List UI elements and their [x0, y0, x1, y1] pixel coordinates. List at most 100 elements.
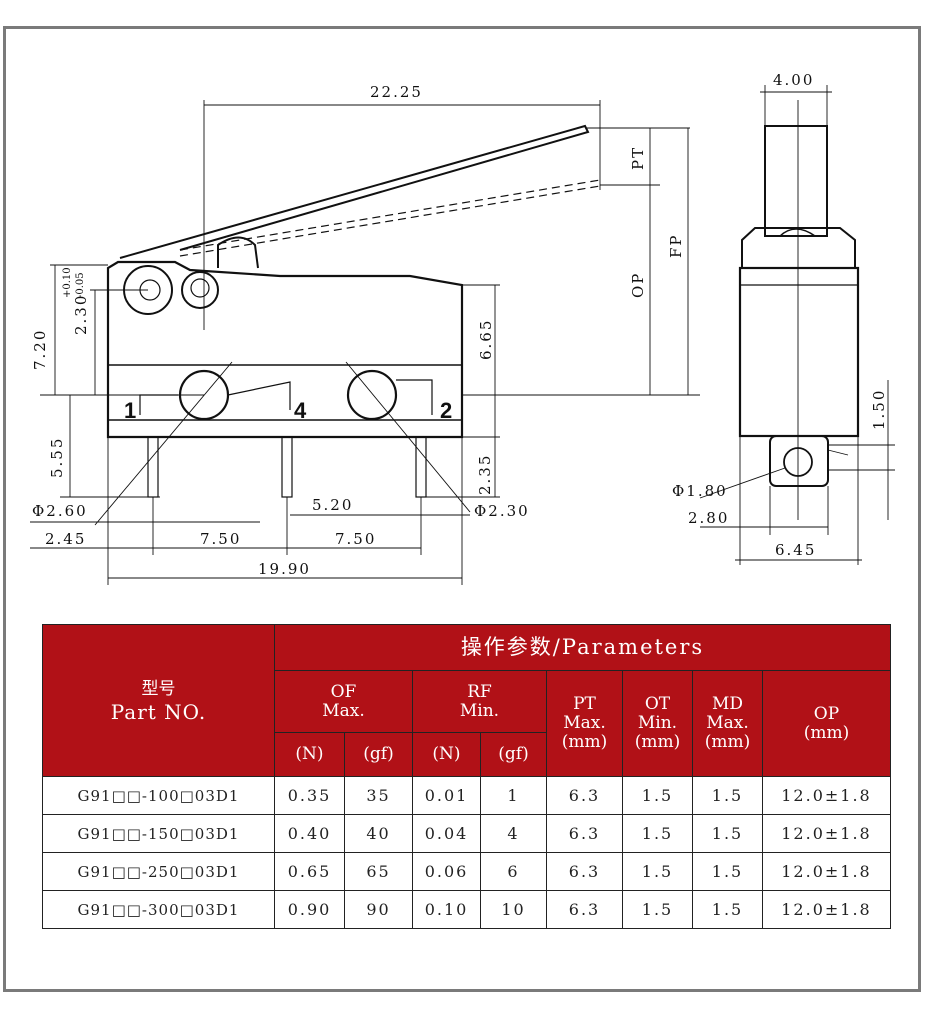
cell-part: G91□□-300□03D1: [42, 890, 275, 929]
dim-tol-plus: +0.10: [62, 267, 73, 298]
cell-pt: 6.3: [546, 852, 623, 891]
cell-rf-n: 0.06: [412, 852, 481, 891]
cell-ot: 1.5: [622, 776, 693, 815]
cell-rf-gf: 6: [480, 852, 547, 891]
dim-2-45: 2.45: [45, 530, 86, 548]
cell-md: 1.5: [692, 852, 763, 891]
rf-unit-n: (N): [412, 732, 481, 777]
cell-of-n: 0.35: [274, 776, 345, 815]
cell-op: 12.0±1.8: [762, 776, 891, 815]
parameters-table: 型号 Part NO. 操作参数/Parameters OF Max. RF M…: [42, 624, 891, 929]
pt-unit: (mm): [561, 732, 608, 752]
md-unit: (mm): [704, 732, 751, 752]
of-label: OF: [330, 681, 357, 702]
dim-5-20: 5.20: [312, 496, 353, 514]
md-header: MD Max. (mm): [692, 670, 763, 777]
dim-7-50-b: 7.50: [335, 530, 376, 548]
dim-phi-2-60: Φ2.60: [32, 502, 88, 520]
pt-sub: Max.: [563, 713, 606, 733]
dim-19-90: 19.90: [258, 560, 311, 578]
cell-md: 1.5: [692, 814, 763, 853]
cell-of-gf: 65: [344, 852, 413, 891]
rf-unit-gf: (gf): [480, 732, 547, 777]
part-no-cn: 型号: [141, 678, 176, 699]
params-title: 操作参数/Parameters: [274, 624, 891, 671]
rf-header: RF Min.: [412, 670, 547, 733]
of-header: OF Max.: [274, 670, 413, 733]
pin-1: [147, 436, 159, 498]
part-no-header: 型号 Part NO.: [42, 624, 275, 777]
cell-pt: 6.3: [546, 776, 623, 815]
dim-2-35: 2.35: [476, 454, 494, 495]
cell-of-gf: 90: [344, 890, 413, 929]
cell-rf-n: 0.10: [412, 890, 481, 929]
dim-22-25: 22.25: [370, 83, 423, 101]
cell-rf-gf: 4: [480, 814, 547, 853]
pin-2: [415, 436, 427, 498]
ot-header: OT Min. (mm): [622, 670, 693, 777]
of-unit-gf: (gf): [344, 732, 413, 777]
pin-label-1: 1: [124, 398, 136, 423]
cell-rf-gf: 1: [480, 776, 547, 815]
cell-rf-gf: 10: [480, 890, 547, 929]
switch-body-outline: [106, 260, 464, 439]
dim-pt: PT: [629, 146, 647, 170]
pin-4: [281, 436, 293, 498]
dim-fp: FP: [667, 233, 685, 258]
table-row: G91□□-250□03D1 0.65 65 0.06 6 6.3 1.5 1.…: [42, 852, 891, 891]
rf-label: RF: [467, 681, 492, 702]
cell-part: G91□□-100□03D1: [42, 776, 275, 815]
cell-of-n: 0.40: [274, 814, 345, 853]
dim-7-20: 7.20: [31, 329, 49, 370]
table-row: G91□□-150□03D1 0.40 40 0.04 4 6.3 1.5 1.…: [42, 814, 891, 853]
mount-hole-right: [346, 369, 398, 421]
cell-of-gf: 35: [344, 776, 413, 815]
ot-unit: (mm): [634, 732, 681, 752]
dim-2-80: 2.80: [688, 509, 729, 527]
dim-4-00: 4.00: [773, 71, 814, 89]
part-no-en: Part NO.: [110, 699, 207, 724]
cell-of-n: 0.90: [274, 890, 345, 929]
dim-5-55: 5.55: [48, 437, 66, 478]
cell-rf-n: 0.01: [412, 776, 481, 815]
dim-7-50-a: 7.50: [200, 530, 241, 548]
cell-part: G91□□-250□03D1: [42, 852, 275, 891]
dim-2-30: 2.30: [72, 294, 90, 335]
cell-pt: 6.3: [546, 890, 623, 929]
cell-pt: 6.3: [546, 814, 623, 853]
cell-op: 12.0±1.8: [762, 852, 891, 891]
dim-1-50: 1.50: [870, 389, 888, 430]
md-label: MD: [711, 694, 744, 714]
dim-tol-minus: -0.05: [75, 272, 86, 298]
of-unit-n: (N): [274, 732, 345, 777]
cell-op: 12.0±1.8: [762, 890, 891, 929]
dim-6-65: 6.65: [477, 319, 495, 360]
op-label: OP: [813, 703, 840, 724]
dim-phi-2-30: Φ2.30: [474, 502, 530, 520]
op-header: OP (mm): [762, 670, 891, 777]
rf-sub: Min.: [459, 700, 500, 721]
of-sub: Max.: [322, 700, 365, 721]
table-row: G91□□-100□03D1 0.35 35 0.01 1 6.3 1.5 1.…: [42, 776, 891, 815]
dim-op: OP: [629, 272, 647, 298]
pin-label-4: 4: [294, 398, 307, 423]
pt-label: PT: [573, 694, 596, 714]
cell-ot: 1.5: [622, 852, 693, 891]
cell-of-n: 0.65: [274, 852, 345, 891]
lever-arm: [119, 124, 590, 259]
pin-label-2: 2: [440, 398, 452, 423]
cell-op: 12.0±1.8: [762, 814, 891, 853]
cell-md: 1.5: [692, 890, 763, 929]
ot-sub: Min.: [637, 713, 678, 733]
pt-header: PT Max. (mm): [546, 670, 623, 777]
side-view: [699, 85, 895, 565]
dim-phi-1-80: Φ1.80: [672, 482, 728, 500]
cell-ot: 1.5: [622, 890, 693, 929]
cell-of-gf: 40: [344, 814, 413, 853]
cell-rf-n: 0.04: [412, 814, 481, 853]
op-unit: (mm): [803, 722, 850, 743]
cell-md: 1.5: [692, 776, 763, 815]
dim-6-45: 6.45: [775, 541, 816, 559]
cell-ot: 1.5: [622, 814, 693, 853]
